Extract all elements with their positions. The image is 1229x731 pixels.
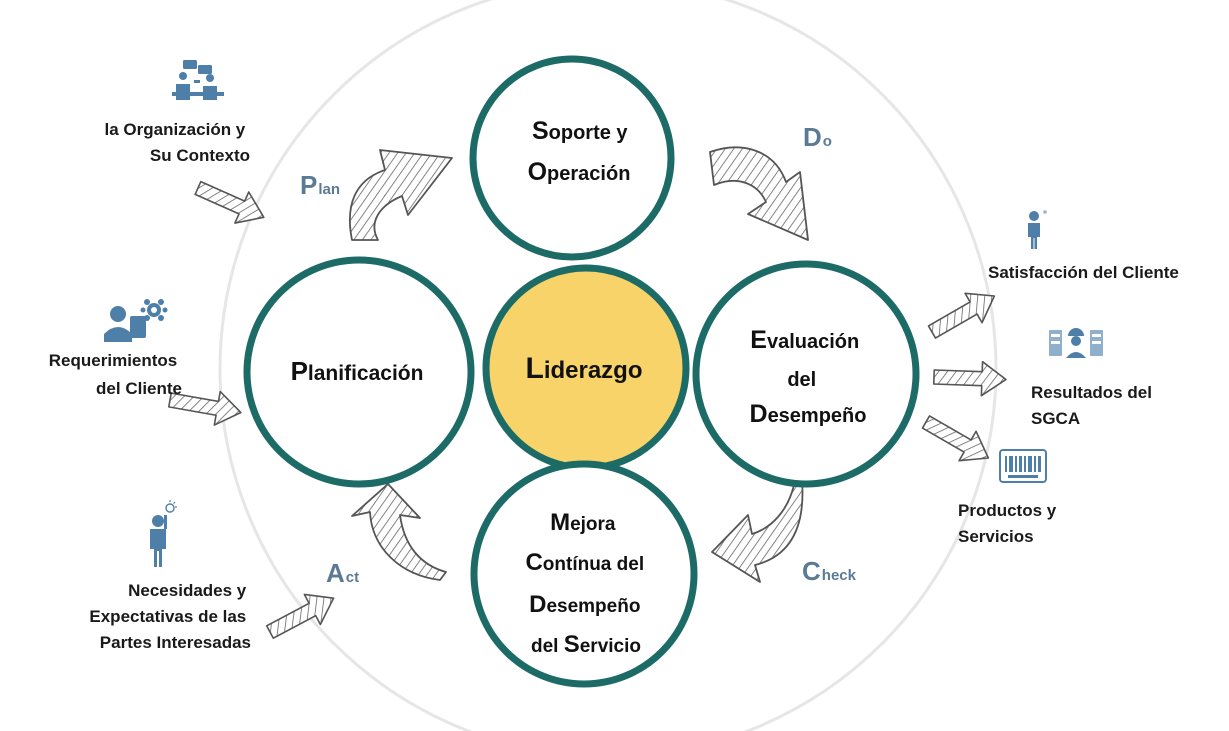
act-curved-arrow <box>351 483 447 581</box>
output-arrow-satisfaction <box>927 292 996 339</box>
check-label: Check <box>802 556 857 586</box>
meeting-icon <box>172 60 224 100</box>
input-label-needs: Necesidades y Expectativas de las Partes… <box>89 581 251 652</box>
output-label-results: Resultados del SGCA <box>1031 383 1157 428</box>
output-arrow-results <box>932 360 1007 397</box>
plan-label: Plan <box>300 170 340 200</box>
plan-curved-arrow <box>348 149 453 241</box>
support-operation-text: Soporte y Operación <box>528 117 632 186</box>
performance-evaluation-text: Evaluación del Desempeño <box>750 326 867 428</box>
barcode-icon <box>999 449 1047 483</box>
do-label: Do <box>803 122 832 152</box>
output-arrow-products <box>921 415 990 462</box>
input-label-context: la Organización y Su Contexto <box>105 120 251 165</box>
check-curved-arrow <box>711 479 804 583</box>
input-arrow-needs <box>265 593 335 639</box>
do-curved-arrow <box>709 146 809 241</box>
input-arrow-context <box>194 180 265 224</box>
worker-panel-icon <box>1049 328 1103 358</box>
engineer-gear-icon <box>104 299 168 342</box>
input-arrow-requirements <box>167 390 242 426</box>
output-label-satisfaction: Satisfacción del Cliente <box>988 263 1179 282</box>
continuous-improvement-text: Mejora Contínua del Desempeño del Servic… <box>525 509 648 658</box>
person-idea-icon <box>150 500 177 567</box>
person-icon <box>1028 210 1047 249</box>
outer-ring <box>218 0 998 731</box>
planning-text: Planificación <box>291 356 424 386</box>
act-label: Act <box>326 558 359 588</box>
leadership-text: Liderazgo <box>525 352 642 385</box>
continuous-improvement-circle <box>470 460 698 688</box>
output-label-products: Productos y Servicios <box>958 501 1061 546</box>
performance-evaluation-circle <box>692 260 920 488</box>
support-operation-circle <box>469 55 675 261</box>
input-label-requirements: Requerimientos del Cliente <box>49 351 182 398</box>
planning-circle <box>243 256 475 488</box>
